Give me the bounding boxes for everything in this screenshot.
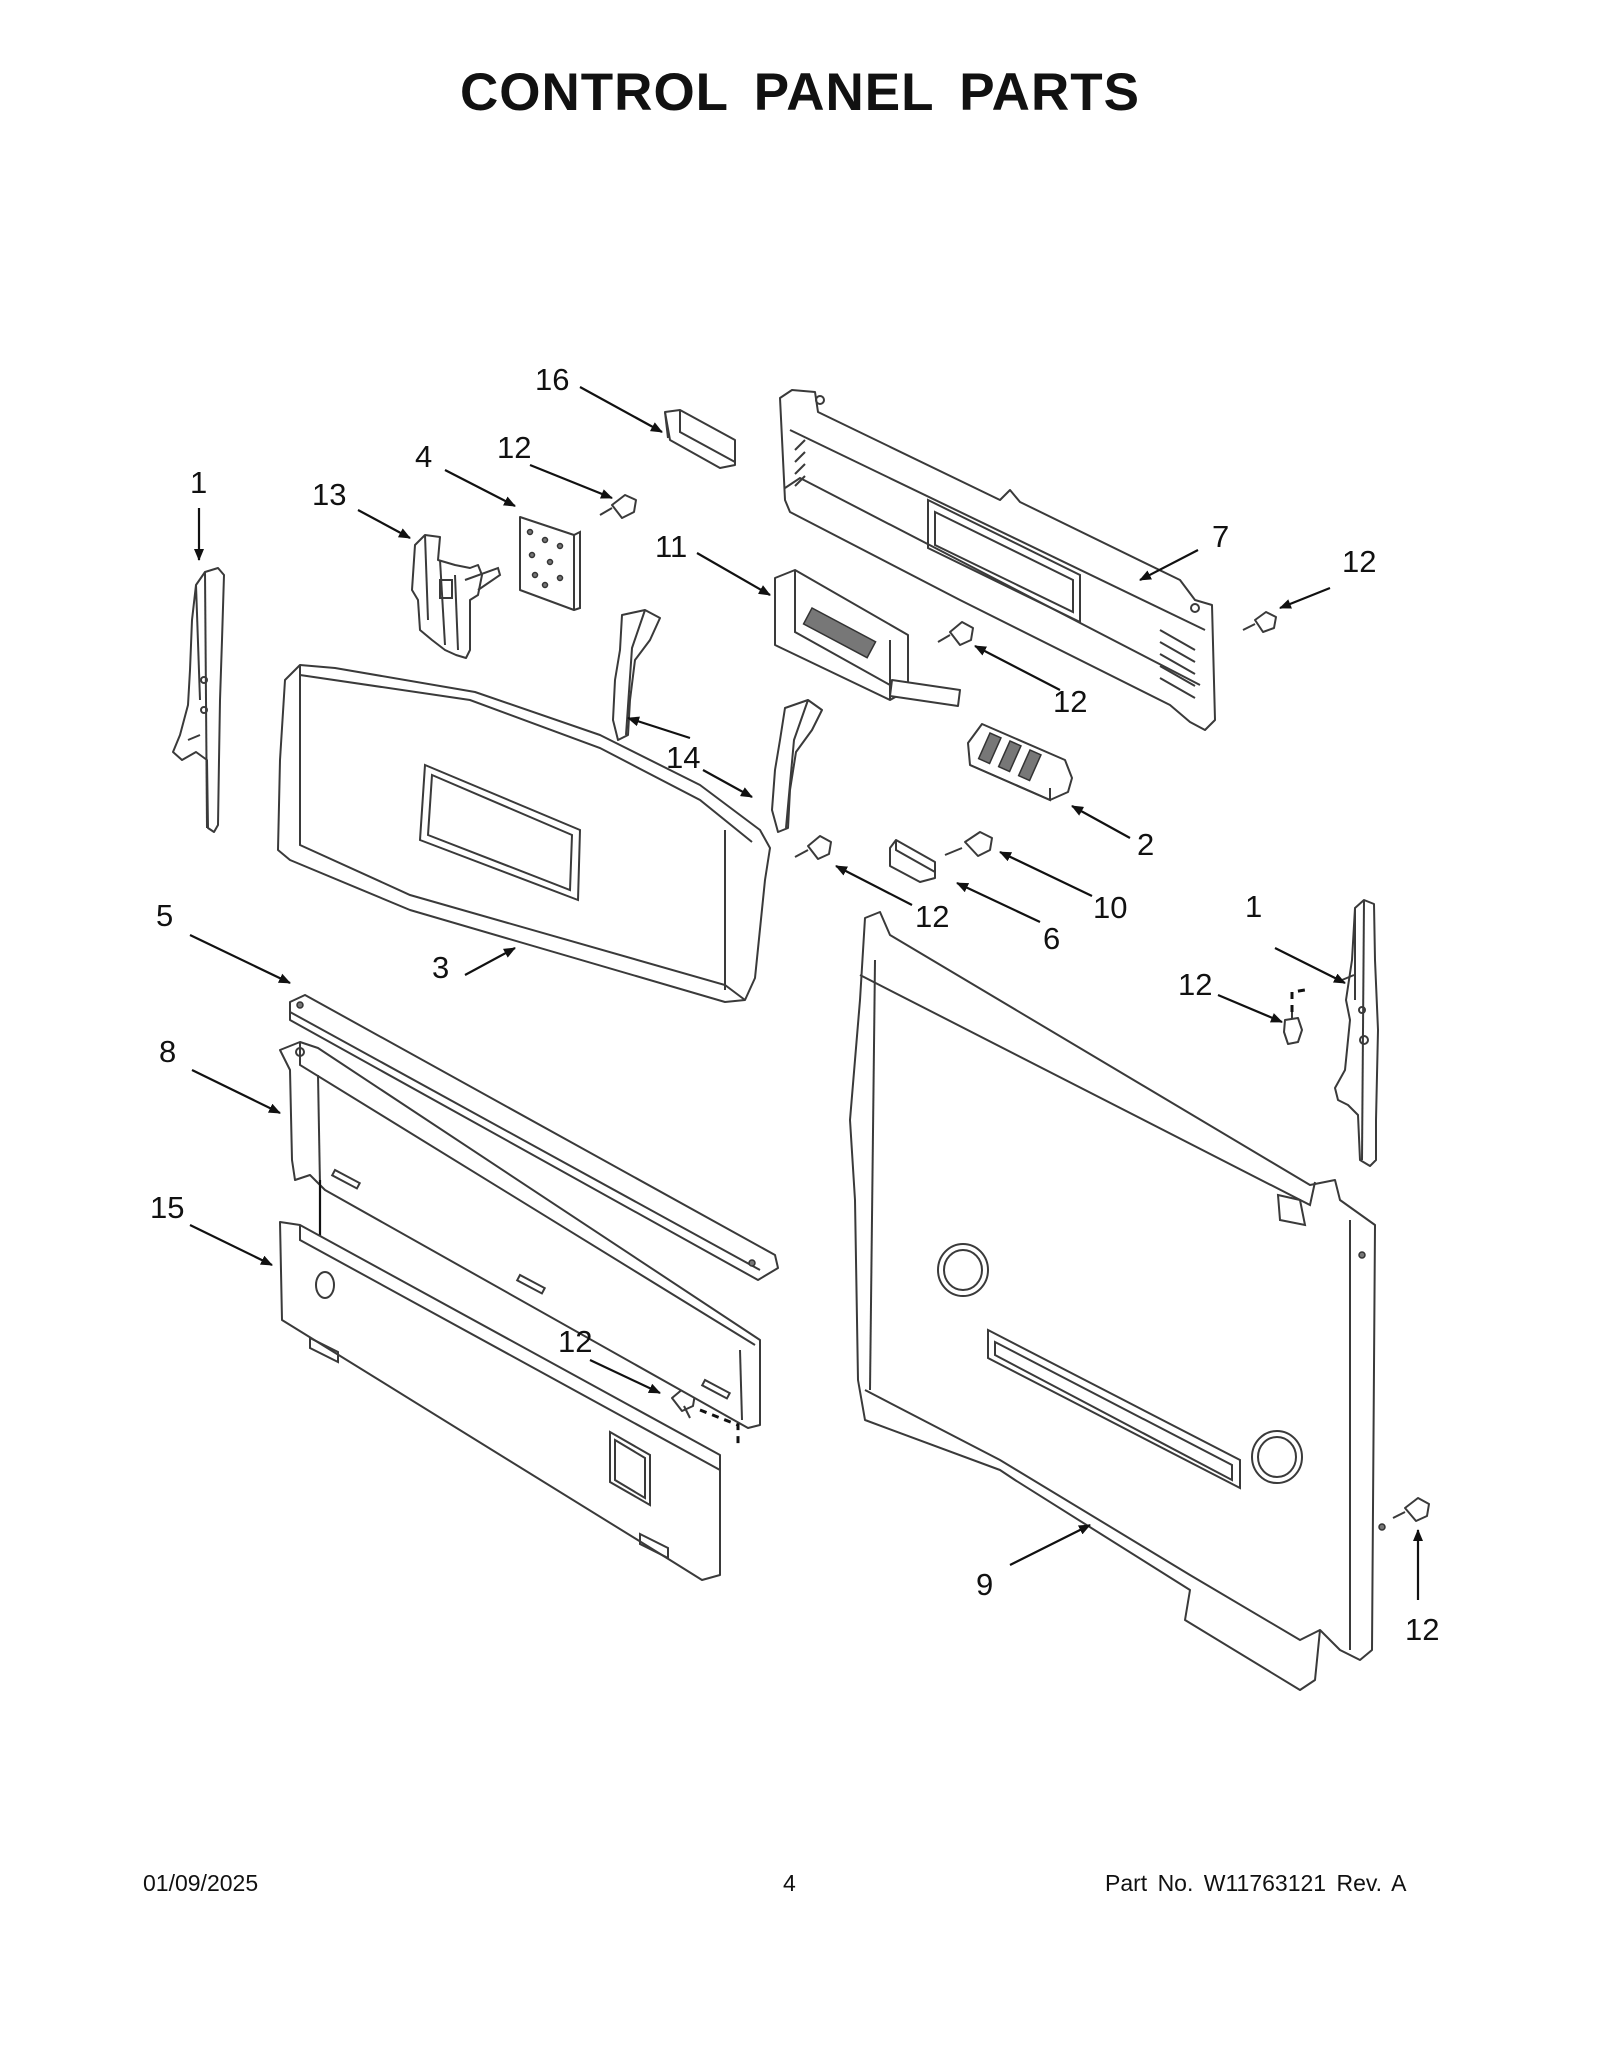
part-2-terminal-block [967,723,1073,802]
callout-3: 3 [432,950,449,985]
callout-12-center: 12 [915,899,949,934]
part-12-screws [599,494,1430,1522]
part-6-clip [889,839,936,883]
part-3-control-panel [277,664,771,1003]
part-9-rear-panel [849,911,1386,1691]
callout-9: 9 [976,1567,993,1602]
part-13-bracket [411,534,502,659]
callout-12-right-top: 12 [1342,544,1376,579]
callout-arrows [189,386,1423,1600]
callout-16: 16 [535,362,569,397]
callout-6: 6 [1043,921,1060,956]
callout-1-left: 1 [190,465,207,500]
part-4-control-board [519,516,581,611]
screw-path-12-lower [699,1408,740,1445]
callout-14: 14 [666,740,700,775]
callout-8: 8 [159,1034,176,1069]
part-14-trim-pieces [612,609,823,833]
callout-12-mid: 12 [1053,684,1087,719]
part-15-lower-panel [279,1221,721,1581]
callout-12-right-mid: 12 [1178,967,1212,1002]
part-5-trim-bar [289,994,779,1281]
part-16-small-bracket [664,409,736,469]
callout-5: 5 [156,898,173,933]
callout-15: 15 [150,1190,184,1225]
part-1-right-side-bracket [1334,899,1379,1167]
part-1-left-side-bracket [172,567,225,833]
callout-11: 11 [655,529,687,564]
footer-date: 01/09/2025 [143,1870,259,1896]
callout-13: 13 [312,477,346,512]
callout-12-bottom-right: 12 [1405,1612,1439,1647]
footer-page-number: 4 [783,1870,796,1896]
callout-1-right: 1 [1245,889,1262,924]
screw-path-12-right [1290,988,1306,1012]
part-10-screw [944,831,993,857]
callout-12-lower: 12 [558,1324,592,1359]
part-7-rear-panel [779,389,1216,731]
callout-4: 4 [415,439,432,474]
callout-7: 7 [1212,519,1229,554]
footer-part-number: Part No. W11763121 Rev. A [1105,1870,1407,1896]
part-8-frame [279,1041,761,1429]
part-11-electronic-control [774,569,961,707]
callout-12-top: 12 [497,430,531,465]
page-title: CONTROL PANEL PARTS [460,63,1140,122]
callout-10: 10 [1093,890,1127,925]
callout-2: 2 [1137,827,1154,862]
